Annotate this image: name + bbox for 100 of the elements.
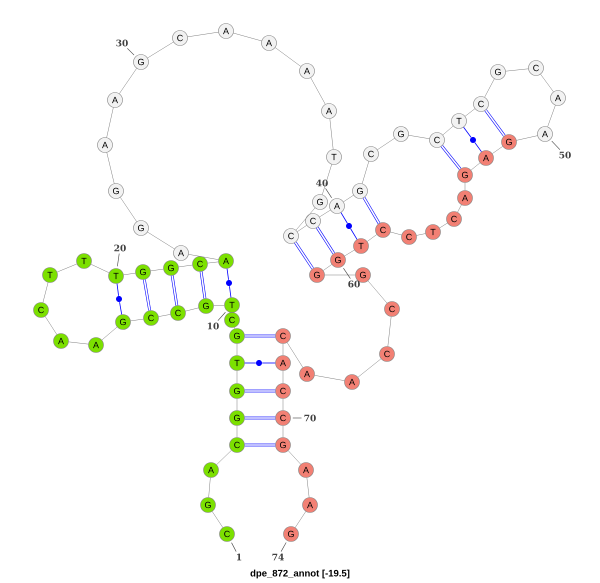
base-pair-line bbox=[244, 334, 276, 338]
base-pair-line bbox=[244, 416, 276, 420]
backbone-line bbox=[344, 250, 355, 256]
backbone-line bbox=[377, 138, 395, 150]
backbone-line bbox=[120, 197, 137, 222]
backbone-line bbox=[390, 232, 402, 236]
backbone-line bbox=[540, 74, 554, 92]
backbone-line bbox=[408, 135, 430, 139]
backbone-line bbox=[288, 450, 301, 464]
backbone-line bbox=[492, 146, 503, 154]
position-number: 74 bbox=[272, 554, 284, 560]
base-pair-line bbox=[474, 142, 482, 152]
position-number: 1 bbox=[236, 554, 242, 560]
backbone-line bbox=[367, 234, 377, 242]
leader-line bbox=[325, 188, 332, 198]
backbone-line bbox=[330, 118, 334, 150]
base-pair-line bbox=[440, 145, 462, 170]
base-pair-line bbox=[262, 362, 276, 364]
backbone-line bbox=[343, 195, 354, 202]
position-number: 40 bbox=[316, 180, 328, 186]
backbone-line bbox=[282, 398, 284, 410]
leader-line bbox=[551, 140, 560, 150]
backbone-line bbox=[457, 204, 462, 212]
backbone-line bbox=[236, 398, 238, 410]
position-number: 30 bbox=[116, 40, 128, 46]
backbone-line bbox=[233, 32, 262, 42]
base-pair-line bbox=[116, 283, 119, 296]
backbone-line bbox=[42, 282, 48, 303]
backbone-line bbox=[358, 358, 382, 378]
backbone-line bbox=[212, 511, 223, 528]
backbone-line bbox=[56, 264, 78, 272]
base-pair-line bbox=[226, 268, 229, 280]
backbone-line bbox=[286, 342, 304, 368]
leader-line bbox=[343, 268, 351, 279]
leader-line bbox=[280, 542, 286, 552]
backbone-line bbox=[187, 32, 219, 38]
backbone-line bbox=[547, 105, 556, 127]
backbone-line bbox=[297, 225, 307, 232]
backbone-line bbox=[208, 478, 211, 498]
backbone-line bbox=[90, 264, 110, 273]
backbone-line bbox=[306, 478, 310, 498]
base-pair-line bbox=[229, 286, 232, 298]
backbone-line bbox=[147, 232, 175, 250]
backbone-line bbox=[295, 511, 306, 528]
backbone-line bbox=[68, 342, 88, 344]
backbone-line bbox=[236, 370, 238, 384]
position-number: 10 bbox=[208, 322, 219, 330]
backbone-line bbox=[324, 274, 356, 276]
backbone-line bbox=[439, 222, 448, 228]
backbone-line bbox=[185, 308, 199, 312]
base-pair-line bbox=[142, 279, 152, 311]
backbone-line bbox=[147, 42, 174, 58]
backbone-line bbox=[388, 316, 392, 346]
position-number: 20 bbox=[114, 244, 126, 252]
backbone-line bbox=[178, 264, 193, 268]
backbone-line bbox=[296, 208, 316, 230]
backbone-line bbox=[44, 316, 58, 335]
base-pair-line bbox=[463, 126, 472, 138]
base-pair-line bbox=[340, 212, 348, 224]
title: dpe_872_annot [-19.5] bbox=[250, 570, 350, 578]
base-pair-line bbox=[170, 276, 178, 306]
base-pair-line bbox=[350, 228, 358, 240]
backbone-line bbox=[470, 162, 480, 170]
backbone-line bbox=[102, 326, 118, 340]
backbone-line bbox=[464, 108, 476, 116]
base-pair-line bbox=[484, 109, 506, 137]
base-pair-line bbox=[200, 272, 206, 298]
backbone-line bbox=[188, 254, 219, 260]
backbone-line bbox=[236, 344, 238, 356]
position-number: 70 bbox=[304, 414, 316, 422]
base-pair-line bbox=[316, 226, 335, 254]
backbone-line bbox=[282, 370, 284, 384]
backbone-line bbox=[158, 314, 171, 317]
backbone-line bbox=[236, 426, 238, 438]
position-number: 50 bbox=[559, 152, 571, 158]
backbone-line bbox=[282, 426, 284, 438]
backbone-line bbox=[416, 233, 426, 236]
backbone-line bbox=[130, 318, 144, 322]
position-number: 60 bbox=[348, 280, 360, 288]
backbone-line bbox=[516, 135, 538, 141]
base-pair-line bbox=[244, 390, 276, 392]
backbone-line bbox=[323, 264, 332, 271]
leader-line bbox=[231, 542, 236, 552]
backbone-line bbox=[216, 450, 232, 465]
backbone-line bbox=[123, 272, 136, 276]
backbone-line bbox=[214, 305, 224, 306]
backbone-line bbox=[319, 210, 331, 218]
base-pair-line bbox=[244, 362, 256, 364]
backbone-line bbox=[150, 268, 164, 272]
backbone-line bbox=[106, 107, 114, 138]
base-pair-line bbox=[294, 242, 314, 270]
base-pair-line bbox=[244, 444, 276, 446]
backbone-line bbox=[506, 68, 528, 72]
leader-line bbox=[127, 48, 134, 56]
base-pair-line bbox=[119, 302, 122, 315]
backbone-line bbox=[310, 78, 326, 104]
backbone-line bbox=[368, 280, 388, 304]
backbone-line bbox=[442, 126, 454, 136]
leader-line bbox=[218, 312, 226, 321]
backbone-line bbox=[322, 164, 332, 195]
